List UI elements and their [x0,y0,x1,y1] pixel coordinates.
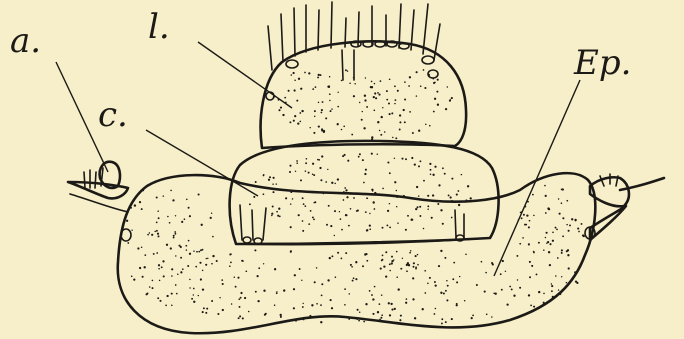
clypeus-plate [230,141,499,244]
label-a: a. [10,21,41,61]
label-c: c. [98,95,128,135]
right-appendage [585,174,664,240]
label-ep: Ep. [573,43,631,83]
clypeus-setae [240,205,464,244]
leader-ep [494,80,580,276]
leader-l [198,42,292,108]
surface-stippling [126,69,585,324]
labrum-setae-bases [266,41,438,100]
label-l: l. [148,7,170,47]
labrum-plate [261,41,467,148]
